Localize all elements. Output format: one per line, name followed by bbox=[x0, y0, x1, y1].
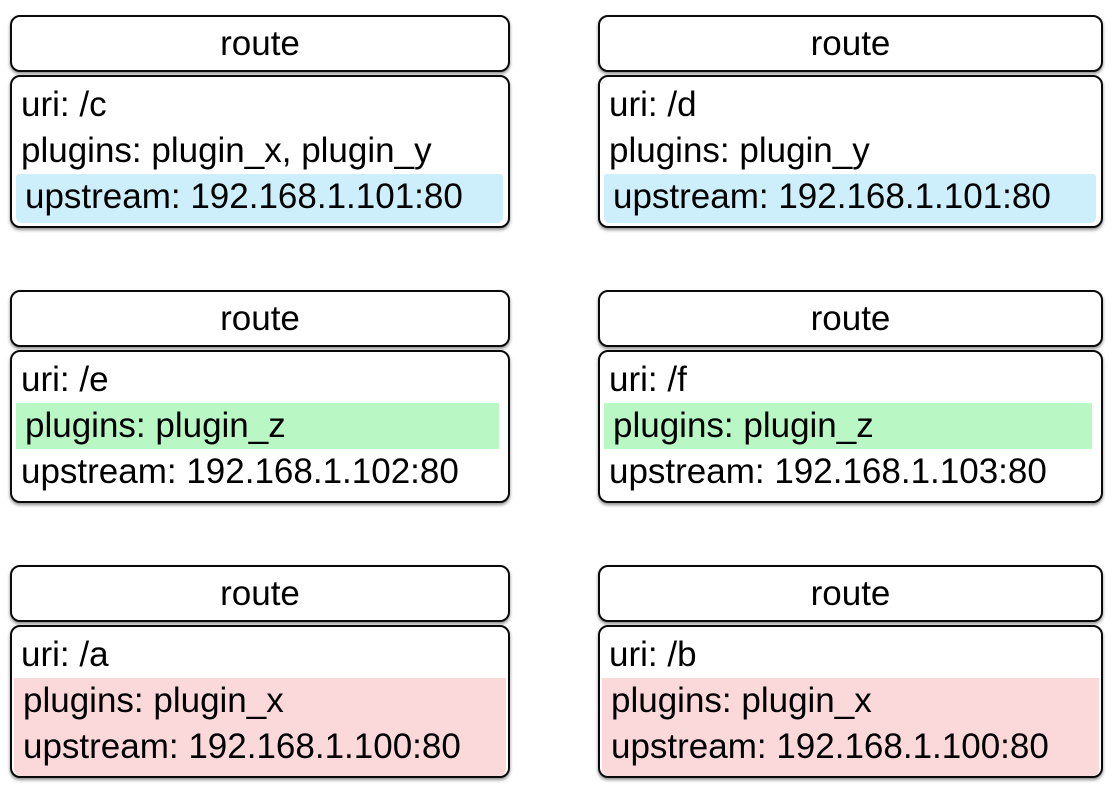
plain-lines: upstream: 192.168.1.102:80 bbox=[12, 449, 508, 495]
route-line-upstream: upstream: 192.168.1.101:80 bbox=[25, 177, 463, 216]
route-title: route bbox=[220, 299, 300, 338]
route-e-card: route uri: /e plugins: plugin_z upstream: … bbox=[10, 290, 510, 503]
route-card-header: route bbox=[598, 290, 1103, 347]
route-card-body: uri: /f plugins: plugin_z upstream: 192.16… bbox=[598, 350, 1103, 503]
route-line-uri: uri: /e bbox=[21, 360, 109, 399]
route-card-header: route bbox=[598, 15, 1103, 72]
route-line-uri: uri: /f bbox=[609, 360, 687, 399]
route-card-body: uri: /e plugins: plugin_z upstream: 192.16… bbox=[10, 350, 510, 503]
route-card-header: route bbox=[10, 565, 510, 622]
route-line-uri: uri: /d bbox=[609, 85, 697, 124]
pink-highlight: plugins: plugin_x upstream: 192.168.1.100… bbox=[14, 678, 506, 776]
route-card-body: uri: /d plugins: plugin_y upstream: 192.16… bbox=[598, 75, 1103, 228]
route-card-header: route bbox=[10, 290, 510, 347]
route-f-card: route uri: /f plugins: plugin_z upstream: … bbox=[598, 290, 1103, 503]
route-line-plugins: plugins: plugin_y bbox=[609, 131, 870, 170]
route-title: route bbox=[810, 24, 891, 63]
route-card-header: route bbox=[10, 15, 510, 72]
route-title: route bbox=[220, 24, 300, 63]
route-line-upstream: upstream: 192.168.1.101:80 bbox=[613, 177, 1051, 216]
route-line-plugins: plugins: plugin_z bbox=[613, 406, 874, 445]
green-highlight: plugins: plugin_z bbox=[16, 403, 499, 449]
route-line-plugins: plugins: plugin_x bbox=[23, 681, 284, 720]
route-line-plugins: plugins: plugin_z bbox=[25, 406, 286, 445]
green-highlight: plugins: plugin_z bbox=[604, 403, 1092, 449]
plain-lines: uri: /e bbox=[12, 357, 508, 403]
route-line-upstream: upstream: 192.168.1.102:80 bbox=[21, 452, 459, 491]
pink-highlight: plugins: plugin_x upstream: 192.168.1.100… bbox=[602, 678, 1099, 776]
plain-lines: uri: /c plugins: plugin_x, plugin_y bbox=[12, 82, 508, 174]
blue-highlight: upstream: 192.168.1.101:80 bbox=[604, 174, 1096, 223]
route-line-plugins: plugins: plugin_x, plugin_y bbox=[21, 131, 432, 170]
route-card-body: uri: /b plugins: plugin_x upstream: 192.16… bbox=[598, 625, 1103, 778]
route-line-uri: uri: /a bbox=[21, 635, 109, 674]
route-b-card: route uri: /b plugins: plugin_x upstream: … bbox=[598, 565, 1103, 778]
route-d-card: route uri: /d plugins: plugin_y upstream: … bbox=[598, 15, 1103, 228]
route-title: route bbox=[810, 574, 891, 613]
blue-highlight: upstream: 192.168.1.101:80 bbox=[16, 174, 503, 223]
route-a-card: route uri: /a plugins: plugin_x upstream: … bbox=[10, 565, 510, 778]
route-card-body: uri: /a plugins: plugin_x upstream: 192.16… bbox=[10, 625, 510, 778]
route-line-plugins: plugins: plugin_x bbox=[611, 681, 872, 720]
route-c-card: route uri: /c plugins: plugin_x, plugin_y… bbox=[10, 15, 510, 228]
route-line-upstream: upstream: 192.168.1.100:80 bbox=[23, 727, 461, 766]
plain-lines: uri: /b bbox=[600, 632, 1101, 678]
route-line-uri: uri: /c bbox=[21, 85, 107, 124]
route-line-upstream: upstream: 192.168.1.100:80 bbox=[611, 727, 1049, 766]
plain-lines: uri: /d plugins: plugin_y bbox=[600, 82, 1101, 174]
plain-lines: uri: /a bbox=[12, 632, 508, 678]
route-title: route bbox=[810, 299, 891, 338]
cards-grid: route uri: /c plugins: plugin_x, plugin_y… bbox=[10, 15, 1103, 778]
plain-lines: upstream: 192.168.1.103:80 bbox=[600, 449, 1101, 495]
route-card-header: route bbox=[598, 565, 1103, 622]
plain-lines: uri: /f bbox=[600, 357, 1101, 403]
route-line-upstream: upstream: 192.168.1.103:80 bbox=[609, 452, 1047, 491]
route-line-uri: uri: /b bbox=[609, 635, 697, 674]
route-title: route bbox=[220, 574, 300, 613]
